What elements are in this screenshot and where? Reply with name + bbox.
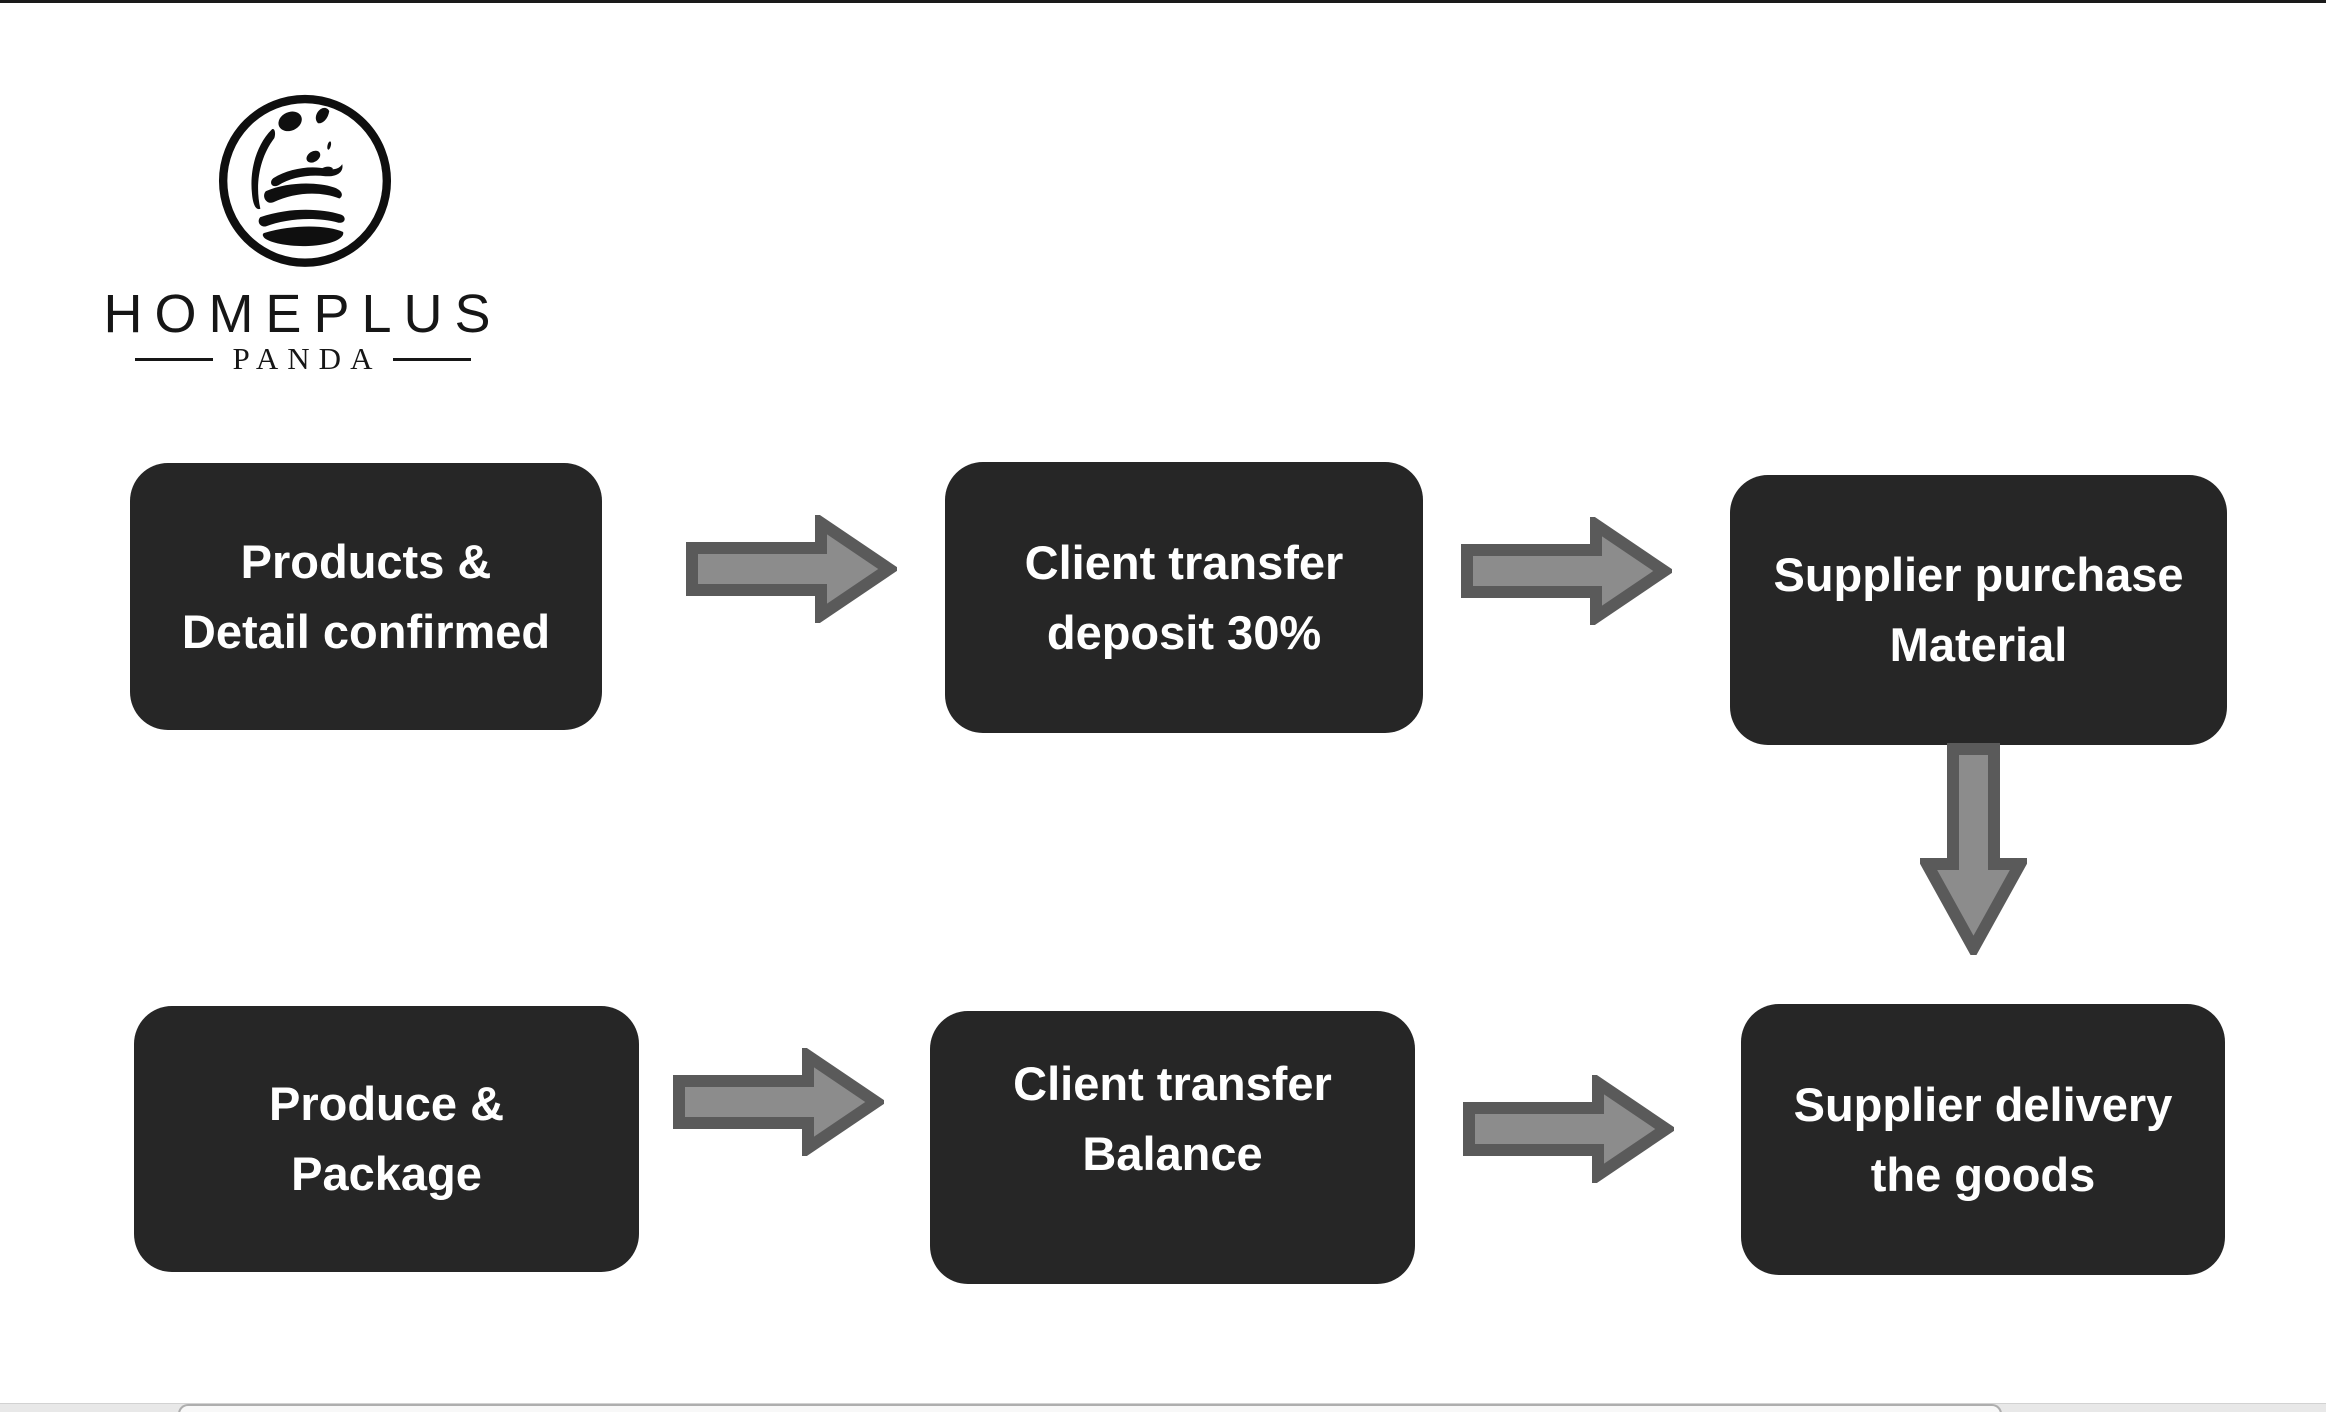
box-text-line: Client transfer <box>1024 535 1344 589</box>
brand-subtitle-label: PANDA <box>232 341 382 376</box>
left-rule <box>134 357 213 361</box>
flow-box-client-transfer-balance: Client transfer Balance <box>930 1011 1415 1284</box>
brand-subtitle: PANDA <box>85 341 521 377</box>
background-window-top-edge[interactable] <box>178 1404 2002 1412</box>
box-text-line: Detail confirmed <box>181 604 551 658</box>
flow-box-produce-package: Produce & Package <box>134 1006 639 1272</box>
box-text-line: Produce & <box>268 1077 505 1130</box>
right-rule <box>393 357 472 361</box>
box-text-line: the goods <box>1870 1147 2096 1201</box>
right-arrow-icon <box>1461 517 1672 625</box>
box-text-line: Material <box>1889 618 2068 671</box>
flow-box-products-detail-confirmed: Products & Detail confirmed <box>130 463 602 730</box>
brand-name: HOMEPLUS <box>103 284 503 344</box>
panda-logo-icon <box>218 94 392 267</box>
flow-box-supplier-purchase-material: Supplier purchase Material <box>1730 475 2227 745</box>
right-arrow-icon <box>1463 1075 1674 1183</box>
box-text-line: Supplier delivery <box>1793 1077 2173 1131</box>
box-text-line: Package <box>291 1147 482 1200</box>
box-text-line: Products & <box>240 534 492 588</box>
box-text-line: Balance <box>1082 1126 1263 1180</box>
top-edge-line <box>0 0 2326 3</box>
flow-box-supplier-delivery-goods: Supplier delivery the goods <box>1741 1004 2225 1275</box>
right-arrow-icon <box>673 1048 884 1156</box>
flow-box-client-transfer-deposit: Client transfer deposit 30% <box>945 462 1423 733</box>
down-arrow-icon <box>1920 743 2027 955</box>
box-text-line: Supplier purchase <box>1773 548 2184 601</box>
right-arrow-icon <box>686 515 897 623</box>
box-text-line: deposit 30% <box>1046 605 1322 659</box>
box-text-line: Client transfer <box>1013 1056 1332 1110</box>
